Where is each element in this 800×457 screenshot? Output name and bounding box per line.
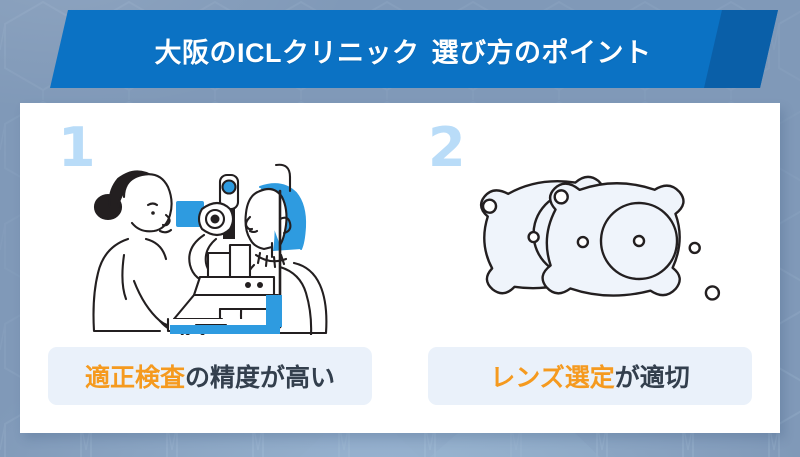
panel-1-illustration-area (20, 125, 400, 345)
panel-1-caption-highlight: 適正検査 (84, 364, 185, 392)
header-banner: 大阪のICLクリニック 選び方のポイント (0, 8, 800, 92)
panel-list: 1 (20, 103, 780, 433)
panel-2: 2 (400, 103, 780, 433)
panel-2-caption: レンズ選定 が適切 (428, 347, 752, 405)
page-title-part1: 大阪のICLクリニック (154, 37, 420, 68)
panel-1-caption-rest: の精度が高い (185, 364, 336, 392)
icl-lenses-illustration (479, 175, 721, 301)
panel-1-number: 1 (58, 116, 96, 179)
content-card: 1 (20, 103, 780, 433)
page-title-part2: 選び方のポイント (431, 37, 652, 68)
panel-2-illustration-area (400, 125, 780, 345)
panel-1: 1 (20, 103, 400, 433)
panel-2-caption-rest: が適切 (614, 364, 690, 392)
banner-shape (50, 10, 778, 88)
panel-2-number: 2 (428, 116, 466, 179)
panel-1-caption: 適正検査 の精度が高い (48, 347, 372, 405)
panel-2-caption-highlight: レンズ選定 (490, 364, 615, 392)
eye-examination-slit-lamp-illustration (92, 163, 328, 335)
page-title: 大阪のICLクリニック 選び方のポイント (0, 8, 800, 92)
